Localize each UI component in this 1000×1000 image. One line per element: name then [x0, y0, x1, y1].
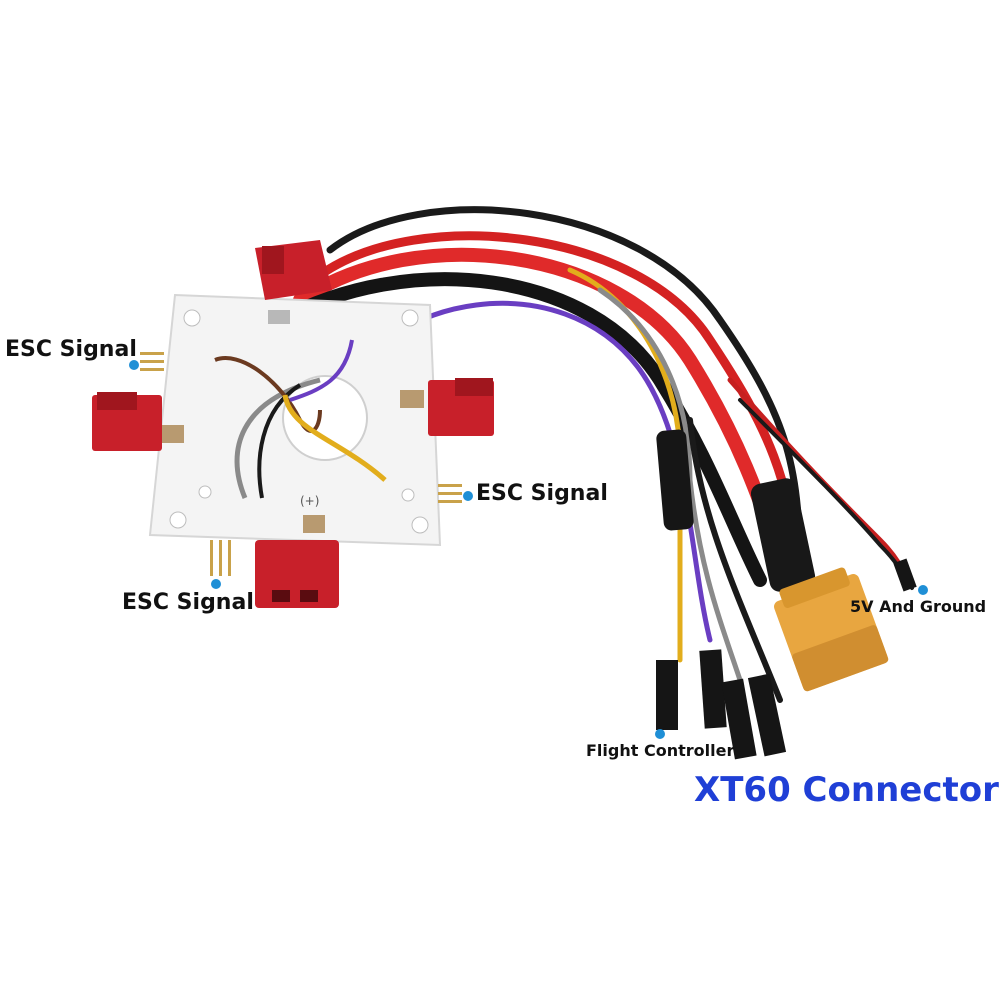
- label-esc-signal-right: ESC Signal: [476, 481, 608, 506]
- mount-hole-2: [401, 309, 419, 327]
- pad-top: [268, 310, 290, 324]
- board-yellow-wire: [282, 394, 387, 482]
- label-esc-signal-bottom: ESC Signal: [122, 590, 254, 615]
- header-pins-left: [140, 352, 164, 371]
- dupont-3: [721, 678, 757, 760]
- callout-dot-fc: [655, 729, 665, 739]
- xt60-shade: [792, 625, 889, 692]
- callout-dot-esc-right: [463, 491, 473, 501]
- heat-shrink-black-1: [656, 429, 694, 531]
- board-purple-wire: [289, 339, 354, 402]
- label-xt60-connector: XT60 Connector: [694, 770, 999, 810]
- t-connector-left: [92, 392, 162, 451]
- mount-hole-5: [198, 485, 212, 499]
- label-5v-and-ground: 5V And Ground: [850, 597, 987, 616]
- callout-dot-esc-bottom: [211, 579, 221, 589]
- dupont-2: [699, 649, 727, 729]
- heat-shrink-black-2: [750, 478, 816, 592]
- label-esc-signal-left: ESC Signal: [5, 337, 137, 362]
- black-cable-top: [326, 206, 804, 584]
- callout-dot-esc-left: [129, 360, 139, 370]
- t-connector-right: [428, 378, 494, 436]
- callout-dot-5v: [918, 585, 928, 595]
- pdb-board: (+): [140, 293, 462, 576]
- t-connector-bottom: [255, 540, 339, 608]
- header-pins-right: [438, 484, 462, 503]
- board-brown-wire: [214, 356, 322, 433]
- label-flight-controller: Flight Controller: [586, 741, 735, 760]
- pad-right: [400, 390, 424, 408]
- dupont-4: [747, 673, 787, 757]
- header-pins-bottom: [210, 540, 231, 576]
- t-connector-top: [255, 240, 332, 300]
- dupont-connectors: [656, 558, 917, 760]
- mount-hole-3: [169, 511, 187, 529]
- signal-black-wire: [687, 417, 783, 703]
- xt60-plug: [774, 567, 889, 692]
- mount-hole-4: [411, 516, 429, 534]
- pad-left: [160, 425, 184, 443]
- dupont-5v: [893, 558, 917, 592]
- board-plus-marking: (+): [300, 494, 319, 508]
- pad-bottom: [303, 515, 325, 533]
- xt60-top: [779, 567, 850, 608]
- black-cable-thick: [273, 272, 767, 587]
- mount-hole-1: [183, 309, 201, 327]
- dupont-1: [656, 660, 678, 730]
- board-black-wire: [257, 383, 302, 499]
- mount-hole-6: [401, 488, 415, 502]
